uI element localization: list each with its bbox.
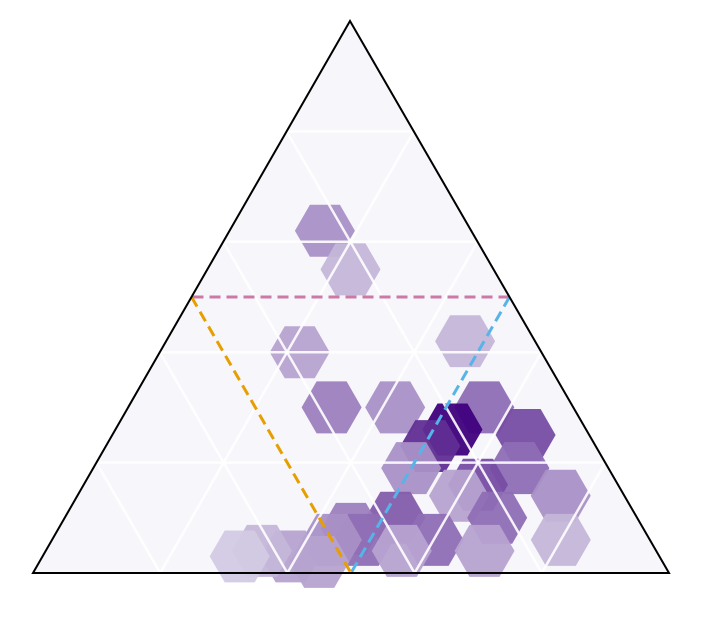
- hexbin-6: [365, 381, 426, 434]
- hexbin-1: [320, 243, 381, 296]
- grid-line-4-2: [540, 461, 607, 574]
- hexbin-22: [454, 524, 515, 577]
- hexbin-14: [530, 469, 591, 522]
- ternary-frame: [31, 18, 671, 574]
- reference-lines: [190, 295, 511, 574]
- hexbin-2: [435, 315, 496, 368]
- hexbin-26: [289, 536, 350, 588]
- triangle-outline: [31, 18, 671, 574]
- grid-line-3-1: [158, 351, 289, 574]
- reference-line-2: [190, 296, 353, 574]
- hexbin-27: [209, 530, 270, 583]
- hexbin-layer: [33, 21, 669, 588]
- grid-line-3-2: [413, 351, 543, 574]
- grid-line-2-1: [222, 241, 416, 574]
- grid-line-4-1: [95, 461, 162, 574]
- hexbin-4: [301, 381, 362, 434]
- reference-line-1: [349, 296, 511, 574]
